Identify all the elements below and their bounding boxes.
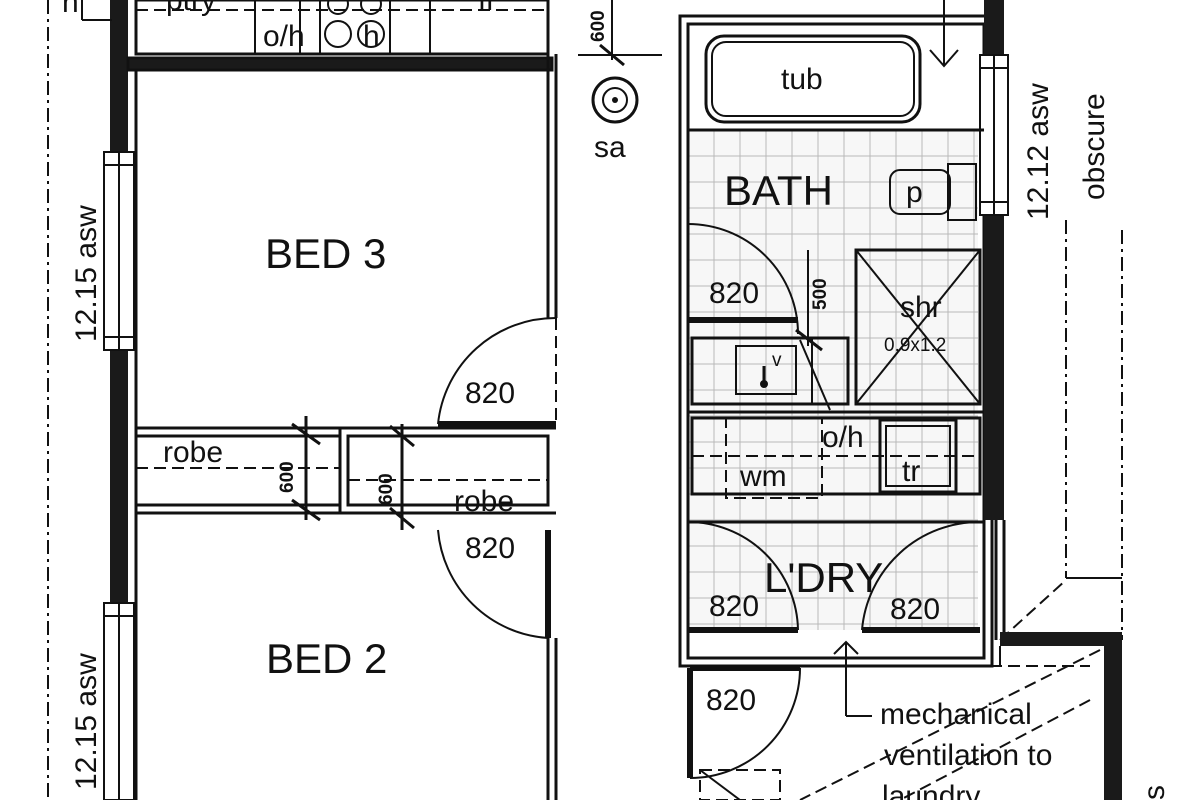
kitchen-strip xyxy=(81,0,550,56)
vanity xyxy=(690,336,850,406)
toilet-pan xyxy=(889,163,977,221)
top-dim-600 xyxy=(578,0,662,67)
tub xyxy=(704,34,922,124)
shower xyxy=(854,248,982,406)
mech-vent-note-2: ventilation to xyxy=(884,739,1052,772)
tub-label: tub xyxy=(781,63,823,96)
bath-dim-500-label: 500 xyxy=(810,278,831,310)
bed3-label: BED 3 xyxy=(265,230,386,277)
smoke-alarm xyxy=(591,76,639,124)
entry-door xyxy=(687,665,801,800)
laundry-door-left-width: 820 xyxy=(709,590,759,623)
bath-label: BATH xyxy=(724,167,833,214)
laundry-door-right-width: 820 xyxy=(890,593,940,626)
h-partial-label: h xyxy=(62,0,79,19)
laundry-door-left xyxy=(687,521,799,633)
oven-hob-label: o/h xyxy=(263,20,305,53)
right-edge-label: s xyxy=(1138,785,1171,800)
overhead-label: o/h xyxy=(822,421,864,454)
shower-label: shr xyxy=(900,291,942,324)
laundry-bench xyxy=(688,410,984,524)
bed2-door xyxy=(437,529,558,800)
bath-window-glass: obscure xyxy=(1078,93,1111,200)
bath-door-width: 820 xyxy=(709,277,759,310)
bed3-window xyxy=(103,151,135,351)
robe-label-1: robe xyxy=(163,436,223,469)
robe-depth-2: 600 xyxy=(376,473,397,505)
bath-window-label: 12.12 asw xyxy=(1022,83,1055,220)
right-eave xyxy=(799,220,1123,800)
bed3-window-label: 12.15 asw xyxy=(70,205,103,342)
vanity-label: v xyxy=(772,350,782,371)
pantry-label: ptry xyxy=(166,0,216,17)
laundry-label: L'DRY xyxy=(764,554,883,601)
bed3-door xyxy=(437,316,557,427)
bed2-door-width: 820 xyxy=(465,532,515,565)
bath-window xyxy=(979,54,1009,216)
bath-dim-500 xyxy=(795,250,831,411)
kitchen-bed3-wall xyxy=(126,56,554,72)
fridge-label: fr xyxy=(478,0,496,17)
tub-arrow xyxy=(929,0,959,68)
pan-label: p xyxy=(906,176,923,209)
laundry-door-right xyxy=(861,520,981,633)
wm-label: wm xyxy=(739,460,787,493)
robe-depth-1: 600 xyxy=(277,461,298,493)
hob-label: h xyxy=(363,20,380,53)
smoke-alarm-label: sa xyxy=(594,131,626,164)
mech-vent-note-3: laundry xyxy=(882,780,980,800)
bed2-window-label: 12.15 asw xyxy=(70,653,103,790)
robes-band xyxy=(136,416,556,530)
exhaust-arrow xyxy=(833,640,872,717)
bed2-window xyxy=(103,602,135,800)
mech-vent-note-1: mechanical xyxy=(880,698,1032,731)
bed3-door-width: 820 xyxy=(465,377,515,410)
bed2-label: BED 2 xyxy=(266,635,387,682)
trough-label: tr xyxy=(902,455,920,488)
robe-label-2: robe xyxy=(454,485,514,518)
entry-door-width: 820 xyxy=(706,684,756,717)
top-dim-600-label: 600 xyxy=(588,10,609,42)
bath-door xyxy=(687,223,799,335)
shower-size-label: 0.9x1.2 xyxy=(884,335,946,356)
